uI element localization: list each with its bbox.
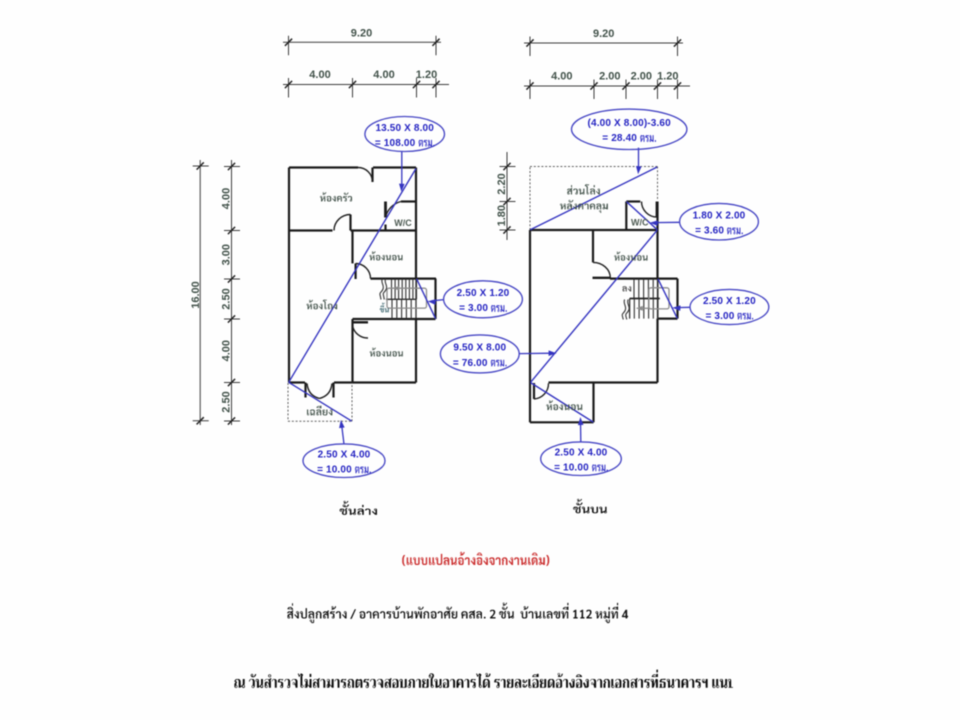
svg-text:1.20: 1.20 (416, 69, 437, 81)
svg-text:9.20: 9.20 (593, 28, 614, 40)
svg-text:2.00: 2.00 (631, 70, 652, 82)
svg-text:2.50: 2.50 (221, 288, 233, 309)
svg-text:= 108.00: = 108.00 (375, 138, 416, 149)
svg-text:(4.00 X 8.00)-3.60: (4.00 X 8.00)-3.60 (588, 118, 672, 129)
svg-text:13.50 X 8.00: 13.50 X 8.00 (375, 123, 434, 134)
svg-text:2.50 X 4.00: 2.50 X 4.00 (555, 448, 608, 459)
svg-text:2.00: 2.00 (599, 70, 620, 82)
svg-text:= 10.00: = 10.00 (554, 463, 589, 474)
svg-text:W/C: W/C (394, 218, 412, 228)
svg-text:4.00: 4.00 (309, 69, 330, 81)
svg-text:2.50 X 1.20: 2.50 X 1.20 (457, 288, 510, 299)
svg-text:9.50 X 8.00: 9.50 X 8.00 (453, 343, 506, 354)
svg-text:= 76.00: = 76.00 (453, 358, 488, 369)
svg-text:1.80: 1.80 (496, 205, 508, 226)
svg-text:4.00: 4.00 (221, 188, 233, 209)
svg-text:2.50: 2.50 (221, 391, 233, 412)
svg-text:2.50 X 1.20: 2.50 X 1.20 (703, 296, 756, 307)
svg-text:9.20: 9.20 (351, 27, 372, 39)
svg-text:3.00: 3.00 (221, 244, 233, 265)
svg-text:2.20: 2.20 (496, 173, 508, 194)
svg-text:16.00: 16.00 (190, 281, 202, 309)
svg-text:W/C: W/C (631, 218, 649, 228)
svg-text:1.20: 1.20 (657, 70, 678, 82)
svg-text:= 3.60: = 3.60 (695, 226, 724, 237)
svg-text:= 10.00: = 10.00 (317, 465, 352, 476)
svg-text:4.00: 4.00 (551, 70, 572, 82)
svg-text:2.50 X 4.00: 2.50 X 4.00 (318, 450, 371, 461)
svg-text:1.80 X 2.00: 1.80 X 2.00 (693, 211, 746, 222)
svg-text:4.00: 4.00 (221, 340, 233, 361)
svg-text:= 28.40: = 28.40 (602, 133, 637, 144)
svg-text:= 3.00: = 3.00 (459, 303, 488, 314)
svg-text:4.00: 4.00 (373, 69, 394, 81)
svg-text:= 3.00: = 3.00 (706, 311, 735, 322)
